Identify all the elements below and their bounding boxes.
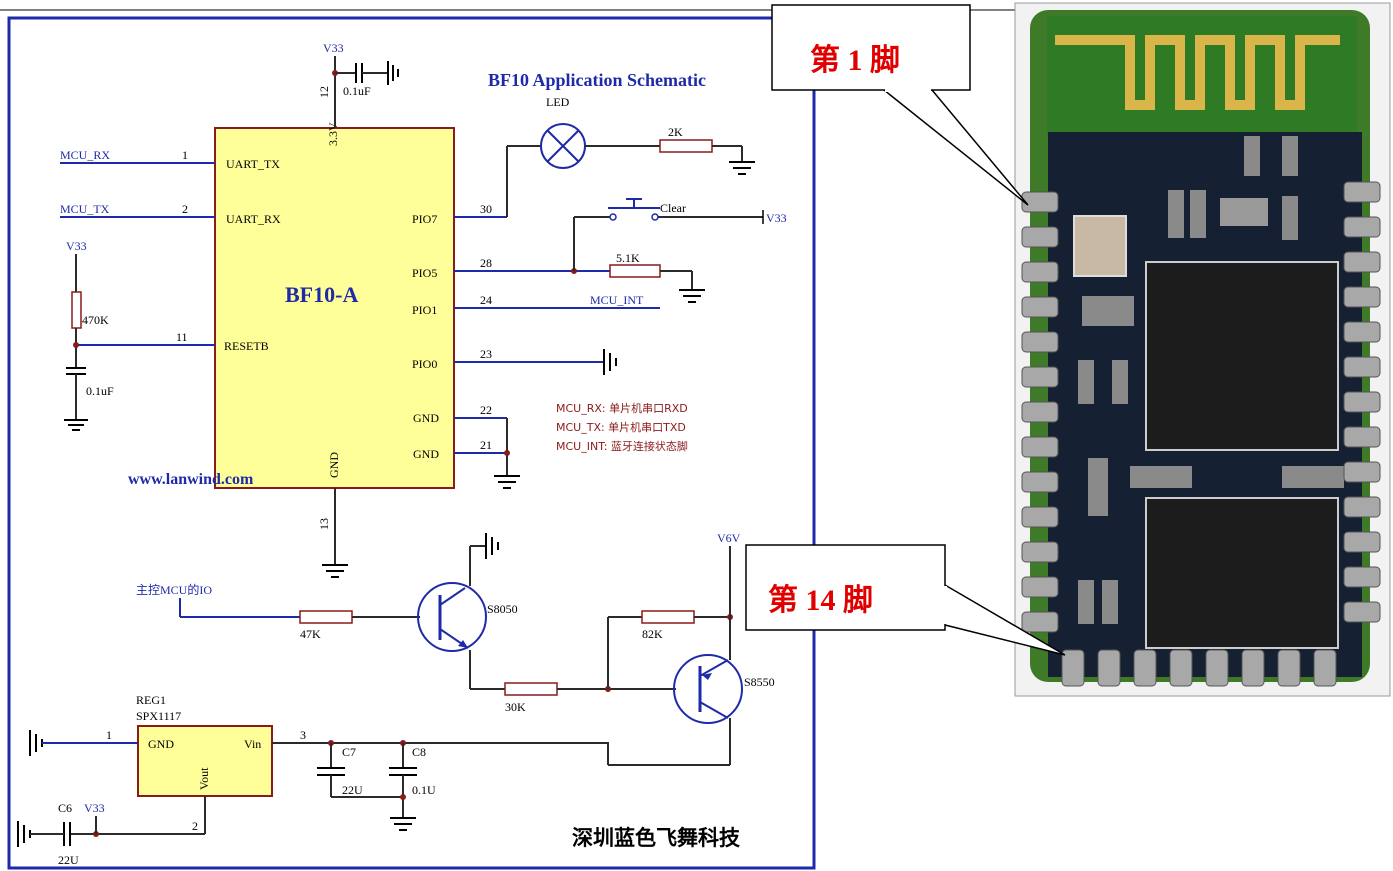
gnd-symbol-reg — [29, 730, 43, 756]
callout-pin14-text: 第 14 脚 — [768, 583, 873, 617]
gnd-symbol-pin13 — [322, 564, 348, 578]
pin-label-gnd-13: GND — [327, 452, 341, 478]
gnd-symbol-s8050 — [485, 533, 499, 559]
reg-pin-number-2: 2 — [192, 819, 198, 833]
website-label: www.lanwind.com — [128, 471, 254, 488]
callout-pin1-text: 第 1 脚 — [810, 43, 900, 77]
gnd-symbol-top — [387, 61, 399, 85]
gnd-symbol-pio0 — [603, 349, 617, 375]
pin-label-resetb: RESETB — [224, 339, 269, 353]
module-pads-right — [1343, 181, 1381, 623]
pin-number-13: 13 — [317, 518, 331, 530]
reg-pin-vout: Vout — [197, 767, 211, 790]
module-pads-bottom — [1061, 649, 1337, 687]
schematic-title: BF10 Application Schematic — [488, 70, 706, 90]
pin-label-pio7: PIO7 — [412, 212, 437, 226]
bf10a-chip — [214, 127, 455, 489]
pin-number-21: 21 — [480, 438, 492, 452]
pin-number-28: 28 — [480, 256, 492, 270]
resistor-30k — [504, 682, 558, 696]
net-mcu-int: MCU_INT — [590, 293, 644, 307]
net-v33-button: V33 — [766, 211, 787, 225]
gnd-symbol-gnd — [494, 475, 520, 489]
label-c6: C6 — [58, 801, 72, 815]
note-mcu-rx: MCU_RX: 单片机串口RXD — [556, 401, 688, 415]
module-photo — [1014, 2, 1391, 697]
net-v33-top: V33 — [323, 41, 344, 55]
label-reg1: REG1 — [136, 693, 166, 707]
resistor-2k — [659, 139, 713, 153]
pin-label-uart-rx: UART_RX — [226, 212, 281, 226]
label-c7: C7 — [342, 745, 356, 759]
label-5k1: 5.1K — [616, 251, 640, 265]
gnd-symbol-caps — [390, 817, 416, 831]
led-symbol — [540, 123, 586, 169]
label-47k: 47K — [300, 627, 321, 641]
gnd-symbol-c6 — [17, 821, 31, 847]
net-mcu-rx: MCU_RX — [60, 148, 110, 162]
schematic-frame — [7, 16, 816, 870]
label-cap-reset: 0.1uF — [86, 384, 114, 398]
resistor-470k — [71, 291, 82, 329]
transistor-s8550 — [673, 654, 743, 724]
reg-pin-vin: Vin — [244, 737, 261, 751]
resistor-5k1 — [609, 264, 661, 278]
gnd-symbol-pio5 — [679, 289, 705, 303]
resistor-47k — [299, 610, 353, 624]
net-v33-reset: V33 — [66, 239, 87, 253]
pin-number-2: 2 — [182, 202, 188, 216]
reg-pin-gnd: GND — [148, 737, 174, 751]
transistor-s8050 — [417, 582, 487, 652]
reg-pin-number-1: 1 — [106, 728, 112, 742]
label-2k: 2K — [668, 125, 683, 139]
label-c8-value: 0.1U — [412, 783, 436, 797]
label-s8050: S8050 — [487, 602, 518, 616]
pin-number-30: 30 — [480, 202, 492, 216]
module-pads-left — [1021, 191, 1059, 633]
pin-label-pio5: PIO5 — [412, 266, 437, 280]
label-c6-value: 22U — [58, 853, 79, 867]
label-led: LED — [546, 95, 570, 109]
label-c7-value: 22U — [342, 783, 363, 797]
gnd-symbol-led — [729, 161, 755, 175]
label-clear: Clear — [660, 201, 686, 215]
pin-label-pio0: PIO0 — [412, 357, 437, 371]
label-30k: 30K — [505, 700, 526, 714]
pin-number-1: 1 — [182, 148, 188, 162]
pin-number-23: 23 — [480, 347, 492, 361]
net-host-io: 主控MCU的IO — [136, 582, 212, 597]
note-mcu-int: MCU_INT: 蓝牙连接状态脚 — [556, 439, 688, 453]
pin-label-uart-tx: UART_TX — [226, 157, 280, 171]
net-mcu-tx: MCU_TX — [60, 202, 110, 216]
pin-number-11: 11 — [176, 330, 188, 344]
pin-label-3v3: 3.3V — [326, 122, 340, 146]
pin-label-pio1: PIO1 — [412, 303, 437, 317]
net-v33-c6: V33 — [84, 801, 105, 815]
note-mcu-tx: MCU_TX: 单片机串口TXD — [556, 420, 686, 434]
label-spx1117: SPX1117 — [136, 709, 181, 723]
label-cap-top: 0.1uF — [343, 84, 371, 98]
label-s8550: S8550 — [744, 675, 775, 689]
company-name: 深圳蓝色飞舞科技 — [572, 826, 741, 850]
callout-pin14: 第 14 脚 — [745, 544, 1066, 656]
label-82k: 82K — [642, 627, 663, 641]
pin-number-24: 24 — [480, 293, 492, 307]
net-v6v: V6V — [717, 531, 741, 545]
resistor-82k — [641, 610, 695, 624]
pin-number-22: 22 — [480, 403, 492, 417]
pin-number-12: 12 — [317, 86, 331, 98]
regulator-chip — [137, 725, 273, 797]
clear-button-symbol — [608, 198, 660, 221]
reg-pin-number-3: 3 — [300, 728, 306, 742]
chip-name: BF10-A — [285, 282, 358, 307]
gnd-symbol-reset — [64, 419, 88, 431]
callout-pin1: 第 1 脚 — [771, 4, 1029, 206]
label-c8: C8 — [412, 745, 426, 759]
label-470k: 470K — [82, 313, 109, 327]
pin-label-gnd-21: GND — [413, 447, 439, 461]
pin-label-gnd-22: GND — [413, 411, 439, 425]
